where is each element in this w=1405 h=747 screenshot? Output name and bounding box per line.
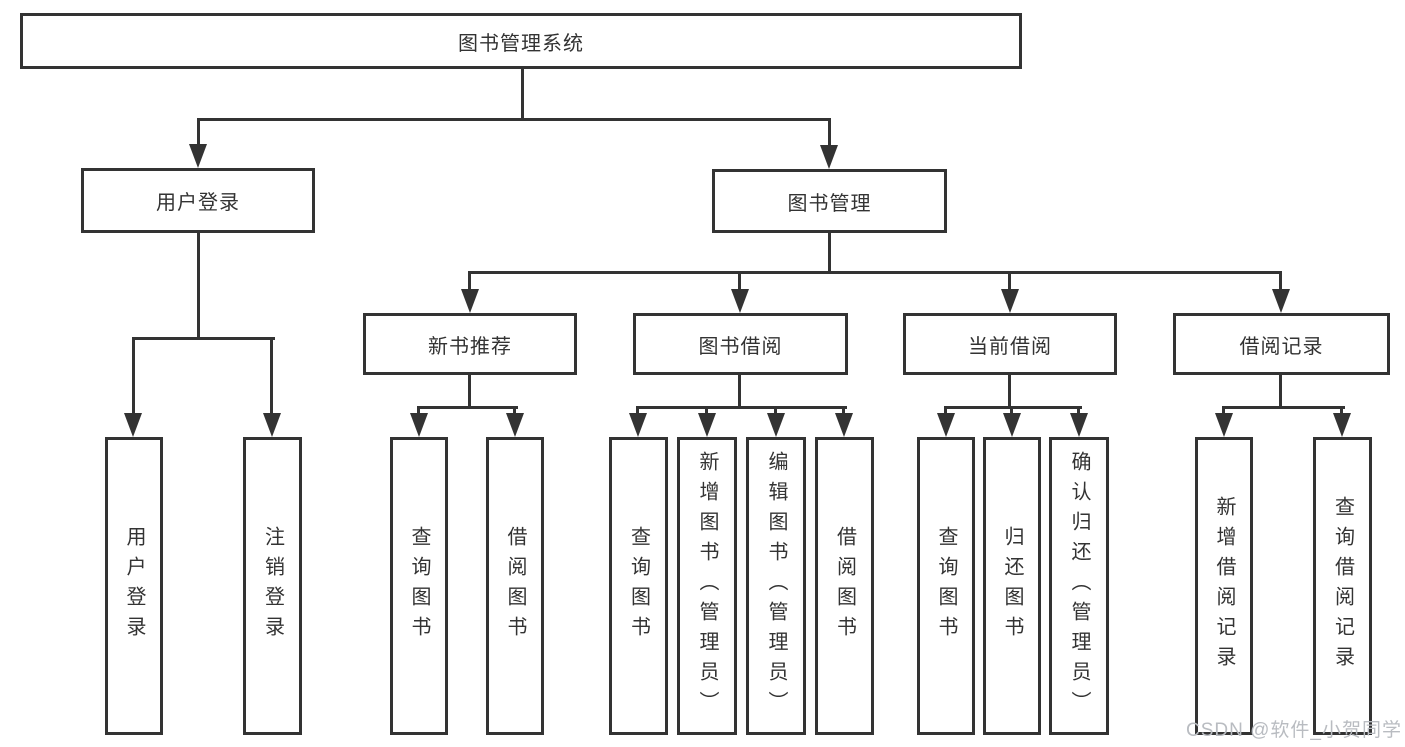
leaf-query-book: 查询图书 [390,437,448,735]
arrow-down-icon [835,413,853,437]
watermark: CSDN @软件_小贺同学 [1186,720,1402,741]
connector-line [468,274,471,291]
connector-line [1077,409,1080,415]
leaf-add-borrow-record: 新增借阅记录 [1195,437,1253,735]
leaf-logout: 注销登录 [243,437,302,735]
leaf-label: 用户登录 [123,526,145,646]
leaf-borrow-book: 借阅图书 [486,437,544,735]
arrow-down-icon [1215,413,1233,437]
node-label: 借阅记录 [1239,335,1324,358]
leaf-label: 新增借阅记录 [1213,496,1235,676]
leaf-return-book: 归还图书 [983,437,1041,735]
connector-line [132,337,275,340]
connector-line [738,375,741,408]
leaf-label: 借阅图书 [833,526,856,646]
leaf-label: 查询图书 [627,526,650,646]
connector-line [197,121,200,146]
connector-line [944,409,947,415]
connector-line [828,233,831,273]
node-book-management-branch: 图书管理 [712,169,947,233]
node-label: 新书推荐 [428,335,512,358]
node-current-borrow: 当前借阅 [903,313,1117,375]
node-book-borrow: 图书借阅 [633,313,848,375]
arrow-down-icon [263,413,281,437]
leaf-label: 借阅图书 [504,526,526,646]
node-label: 图书借阅 [698,335,783,358]
connector-line [1222,406,1345,409]
connector-line [513,409,516,415]
connector-line [1008,375,1011,408]
connector-line [774,409,777,415]
connector-line [636,406,847,409]
leaf-label: 新增图书（管理员） [696,451,718,721]
connector-line [828,121,831,147]
leaf-query-book: 查询图书 [917,437,975,735]
arrow-down-icon [1333,413,1351,437]
connector-line [738,274,741,291]
connector-line [1222,409,1225,415]
leaf-label: 注销登录 [261,526,284,646]
arrow-down-icon [1003,413,1021,437]
leaf-user-login: 用户登录 [105,437,163,735]
leaf-label: 编辑图书（管理员） [765,451,787,721]
arrow-down-icon [1070,413,1088,437]
connector-line [636,409,639,415]
arrow-down-icon [461,289,479,313]
arrow-down-icon [506,413,524,437]
arrow-down-icon [820,145,838,169]
leaf-label: 查询图书 [935,526,957,646]
connector-line [1010,409,1013,415]
connector-line [270,340,273,414]
connector-line [1279,375,1282,408]
arrow-down-icon [189,144,207,168]
arrow-down-icon [767,413,785,437]
arrow-down-icon [731,289,749,313]
leaf-edit-book-admin: 编辑图书（管理员） [746,437,806,735]
node-label: 图书管理 [787,192,872,215]
leaf-label: 查询图书 [408,526,430,646]
leaf-label: 查询借阅记录 [1331,496,1354,676]
leaf-borrow-book: 借阅图书 [815,437,874,735]
connector-line [842,409,845,415]
arrow-down-icon [1272,289,1290,313]
connector-line [417,409,420,415]
arrow-down-icon [124,413,142,437]
connector-line [1279,274,1282,291]
arrow-down-icon [937,413,955,437]
leaf-query-borrow-record: 查询借阅记录 [1313,437,1372,735]
connector-line [1340,409,1343,415]
arrow-down-icon [410,413,428,437]
leaf-query-book: 查询图书 [609,437,668,735]
node-library-management-system: 图书管理系统 [20,13,1022,69]
connector-line [417,406,518,409]
node-label: 图书管理系统 [458,32,584,55]
node-borrow-records: 借阅记录 [1173,313,1390,375]
leaf-confirm-return-admin: 确认归还（管理员） [1049,437,1109,735]
connector-line [468,375,471,408]
connector-line [521,68,524,118]
node-label: 用户登录 [156,192,240,214]
arrow-down-icon [698,413,716,437]
connector-line [1008,274,1011,291]
arrow-down-icon [1001,289,1019,313]
connector-line [705,409,708,415]
node-new-book-recommend: 新书推荐 [363,313,577,375]
connector-line [944,406,1082,409]
connector-line [197,232,200,339]
node-label: 当前借阅 [968,335,1052,358]
connector-line [132,340,135,414]
connector-line [468,271,1282,274]
arrow-down-icon [629,413,647,437]
connector-line [197,118,831,121]
node-user-login-branch: 用户登录 [81,168,315,233]
leaf-label: 归还图书 [1001,526,1023,646]
leaf-label: 确认归还（管理员） [1068,451,1090,721]
leaf-add-book-admin: 新增图书（管理员） [677,437,737,735]
